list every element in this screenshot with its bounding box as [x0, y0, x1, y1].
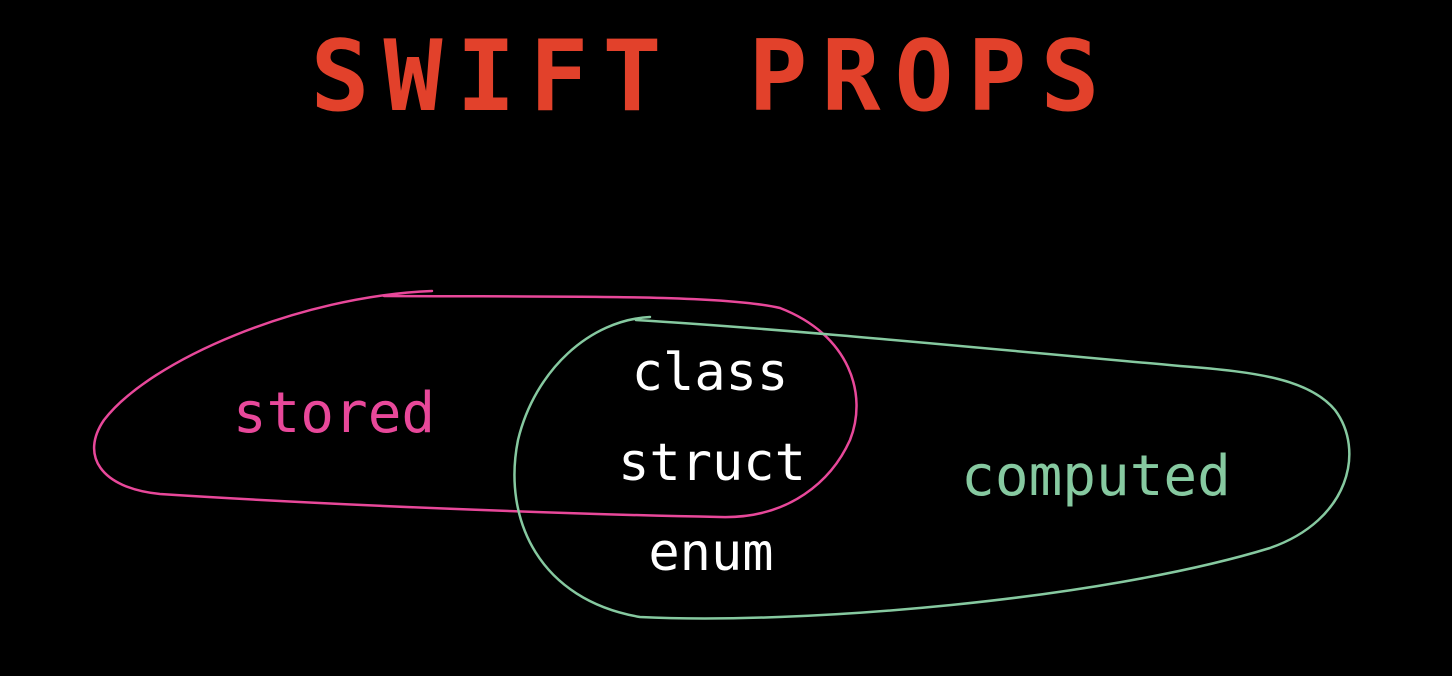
stored-set-outline [92, 289, 858, 519]
shared-item-enum: enum [648, 523, 773, 583]
stored-label: stored [233, 381, 435, 446]
diagram-title: SWIFT PROPS [310, 20, 1113, 134]
computed-set-outline [513, 315, 1351, 620]
computed-label: computed [961, 444, 1231, 509]
shared-item-struct: struct [618, 433, 806, 493]
shared-item-class: class [632, 343, 789, 403]
